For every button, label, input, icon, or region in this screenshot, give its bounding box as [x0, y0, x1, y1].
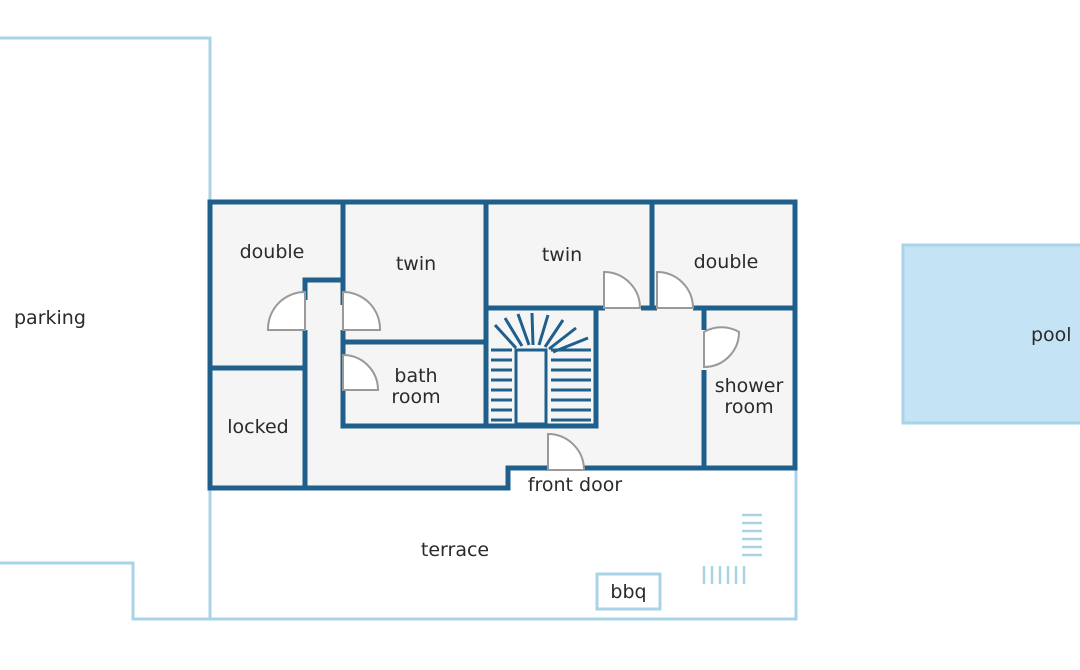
label-bath-room-line2: room — [391, 386, 441, 408]
label-front-door: front door — [527, 474, 623, 496]
door-twin-left — [342, 290, 382, 331]
label-shower-room-line2: room — [724, 396, 774, 418]
door-front — [547, 432, 586, 471]
label-terrace: terrace — [420, 539, 490, 561]
outdoor-steps — [702, 513, 762, 584]
house-floor — [210, 202, 795, 488]
label-pool: pool — [1031, 324, 1072, 346]
parking-outline — [0, 36, 212, 200]
label-bbq: bbq — [610, 581, 647, 603]
label-twin-right: twin — [541, 244, 583, 266]
door-double-right — [656, 270, 695, 309]
label-double-left: double — [239, 241, 305, 263]
doors — [266, 270, 741, 471]
door-twin-right — [603, 270, 642, 309]
pool-area — [901, 243, 1080, 425]
door-shower-room — [703, 326, 741, 369]
label-double-right: double — [693, 251, 759, 273]
label-locked: locked — [227, 416, 289, 438]
label-twin-left: twin — [395, 253, 437, 275]
bbq-box — [595, 572, 662, 611]
staircase — [491, 312, 591, 426]
door-double-left — [266, 290, 306, 331]
exterior-walls — [207, 199, 798, 491]
site-outline — [0, 36, 798, 621]
label-parking: parking — [14, 307, 86, 329]
label-shower-room-line1: shower — [714, 375, 784, 397]
wall-stairs — [486, 305, 599, 429]
door-bath-room — [342, 353, 380, 391]
label-bath-room-line1: bath — [394, 365, 438, 387]
terrace-outline — [0, 470, 798, 621]
